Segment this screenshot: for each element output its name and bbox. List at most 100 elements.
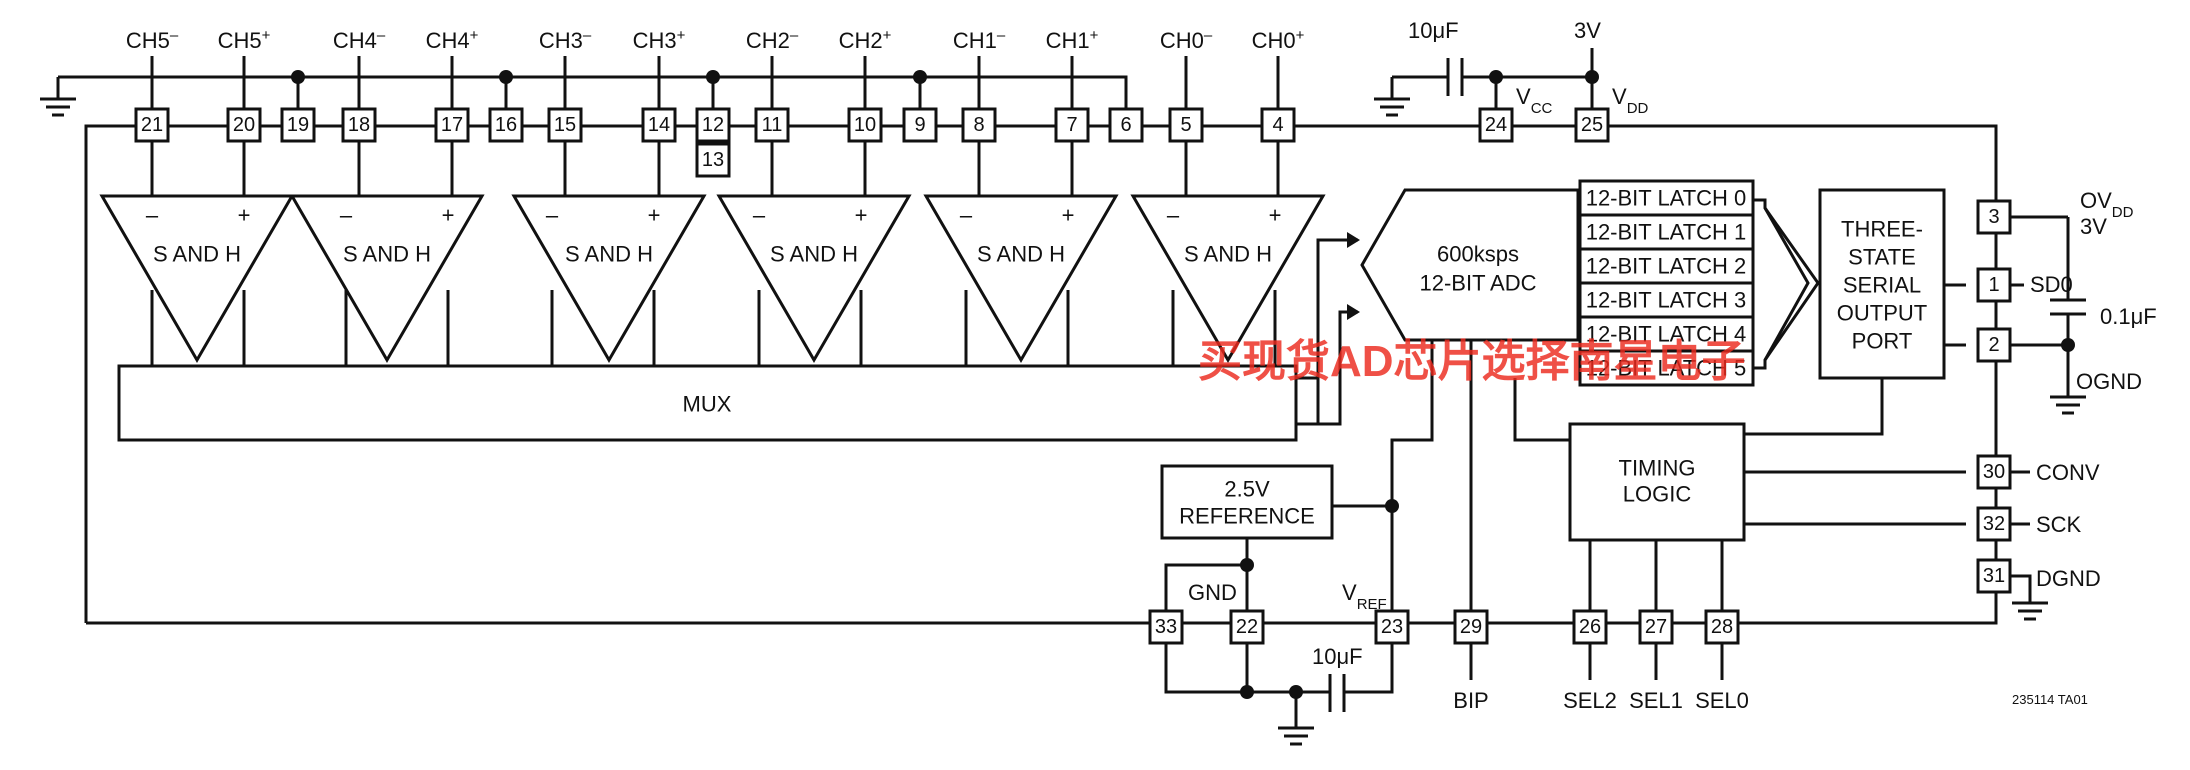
channel-input-labels: CH5– CH5+ CH4– CH4+ CH3– CH3+ CH2– CH2+ … — [126, 27, 1305, 54]
svg-text:12: 12 — [702, 114, 724, 136]
mux-label: MUX — [683, 392, 732, 417]
latch-4-label: 12-BIT LATCH 4 — [1586, 322, 1747, 347]
sh5-minus: – — [146, 203, 159, 228]
svg-text:1: 1 — [1988, 274, 1999, 296]
pin-15: 15 — [547, 107, 583, 143]
sh1-minus: – — [960, 203, 973, 228]
sh5-plus: + — [238, 203, 251, 228]
pin-6: 6 — [1108, 107, 1144, 143]
cap-top-label: 10μF — [1408, 18, 1459, 43]
sh0-label: S AND H — [1184, 242, 1272, 267]
sh1-label: S AND H — [977, 242, 1065, 267]
reference-line1: 2.5V — [1224, 477, 1270, 502]
adc-line2: 12-BIT ADC — [1420, 271, 1537, 296]
pin-18: 18 — [341, 107, 377, 143]
ovdd-3v-label: 3V — [2080, 214, 2107, 239]
mux-block: MUX — [117, 232, 1360, 442]
cap-ovdd-label: 0.1μF — [2100, 304, 2157, 329]
svg-text:26: 26 — [1579, 616, 1601, 638]
svg-text:14: 14 — [648, 114, 670, 136]
ognd-label: OGND — [2076, 369, 2142, 394]
chip-boundary-wire — [84, 124, 1998, 625]
label-ch0-plus: CH0+ — [1252, 27, 1305, 54]
latch-stack: 12-BIT LATCH 0 12-BIT LATCH 1 12-BIT LAT… — [1578, 179, 1820, 387]
pin-16: 16 — [488, 107, 524, 143]
latch-2-label: 12-BIT LATCH 2 — [1586, 254, 1747, 279]
svg-text:19: 19 — [287, 114, 309, 136]
sh0-triangle — [1130, 194, 1326, 363]
output-port-line2: STATE — [1848, 245, 1916, 270]
svg-text:18: 18 — [348, 114, 370, 136]
pin-9: 9 — [902, 107, 938, 143]
pin-29: 29 — [1453, 609, 1489, 645]
cap-ref-label: 10μF — [1312, 644, 1363, 669]
svg-text:7: 7 — [1066, 114, 1077, 136]
latch-1-label: 12-BIT LATCH 1 — [1586, 220, 1747, 245]
svg-text:33: 33 — [1155, 616, 1177, 638]
sh3-label: S AND H — [565, 242, 653, 267]
svg-text:4: 4 — [1272, 114, 1283, 136]
output-port-line3: SERIAL — [1843, 273, 1921, 298]
sh1-triangle — [923, 194, 1119, 363]
svg-text:24: 24 — [1485, 114, 1507, 136]
label-ch1-minus: CH1– — [953, 27, 1006, 54]
vref-label: VREF — [1342, 580, 1387, 613]
svg-text:9: 9 — [914, 114, 925, 136]
svg-text:22: 22 — [1236, 616, 1258, 638]
label-ch0-minus: CH0– — [1160, 27, 1213, 54]
sh4-label: S AND H — [343, 242, 431, 267]
pin-19: 19 — [280, 107, 316, 143]
sample-hold-array: – + – + – + – + – + – + S AND H S AND H … — [99, 142, 1326, 366]
supply-3v-label: 3V — [1574, 18, 1601, 43]
sdo-label: SD0 — [2030, 272, 2073, 297]
label-ch5-plus: CH5+ — [218, 27, 271, 54]
label-ch1-plus: CH1+ — [1046, 27, 1099, 54]
pin-23: 23 — [1374, 609, 1410, 645]
sh5-triangle — [99, 194, 295, 363]
pin-7: 7 — [1054, 107, 1090, 143]
sck-label: SCK — [2036, 512, 2082, 537]
dgnd-label: DGND — [2036, 566, 2101, 591]
sh4-plus: + — [442, 203, 455, 228]
pin-24: 24 — [1478, 107, 1514, 143]
label-ch3-minus: CH3– — [539, 27, 592, 54]
output-port-block: THREE- STATE SERIAL OUTPUT PORT — [1744, 188, 1966, 436]
pin-27: 27 — [1638, 609, 1674, 645]
adc-line1: 600ksps — [1437, 242, 1519, 267]
supply-network — [1374, 48, 2086, 621]
bottom-external-network — [1164, 644, 1724, 746]
output-port-line1: THREE- — [1841, 217, 1923, 242]
vcc-label: VCC — [1516, 84, 1553, 117]
ovdd-label: OVDD — [2080, 188, 2134, 221]
label-ch4-plus: CH4+ — [426, 27, 479, 54]
pin-17: 17 — [434, 107, 470, 143]
conv-label: CONV — [2036, 460, 2100, 485]
pin-25: 25 — [1574, 107, 1610, 143]
sh4-minus: – — [340, 203, 353, 228]
pin-26: 26 — [1572, 609, 1608, 645]
sh2-label: S AND H — [770, 242, 858, 267]
pin-22: 22 — [1229, 609, 1265, 645]
svg-text:28: 28 — [1711, 616, 1733, 638]
sh3-triangle — [511, 194, 707, 363]
sh1-plus: + — [1062, 203, 1075, 228]
gnd-label: GND — [1188, 580, 1237, 605]
svg-text:13: 13 — [702, 149, 724, 171]
sh3-plus: + — [648, 203, 661, 228]
sh2-minus: – — [753, 203, 766, 228]
latch-5-label: 12-BIT LATCH 5 — [1586, 356, 1747, 381]
label-ch2-plus: CH2+ — [839, 27, 892, 54]
signal-labels: 10μF 3V VCC VDD OVDD 3V SD0 0.1μF OGND C… — [1188, 18, 2157, 713]
output-port-line4: OUTPUT — [1837, 301, 1927, 326]
pin-4: 4 — [1260, 107, 1296, 143]
label-ch2-minus: CH2– — [746, 27, 799, 54]
adc-block: 600ksps 12-BIT ADC — [1360, 188, 1580, 342]
pin-33: 33 — [1148, 609, 1184, 645]
pin-3: 3 — [1976, 199, 2012, 235]
sel1-label: SEL1 — [1629, 688, 1683, 713]
svg-text:25: 25 — [1581, 114, 1603, 136]
svg-text:30: 30 — [1983, 461, 2005, 483]
pin-32: 32 — [1976, 506, 2012, 542]
svg-text:27: 27 — [1645, 616, 1667, 638]
sh4-triangle — [289, 194, 485, 363]
